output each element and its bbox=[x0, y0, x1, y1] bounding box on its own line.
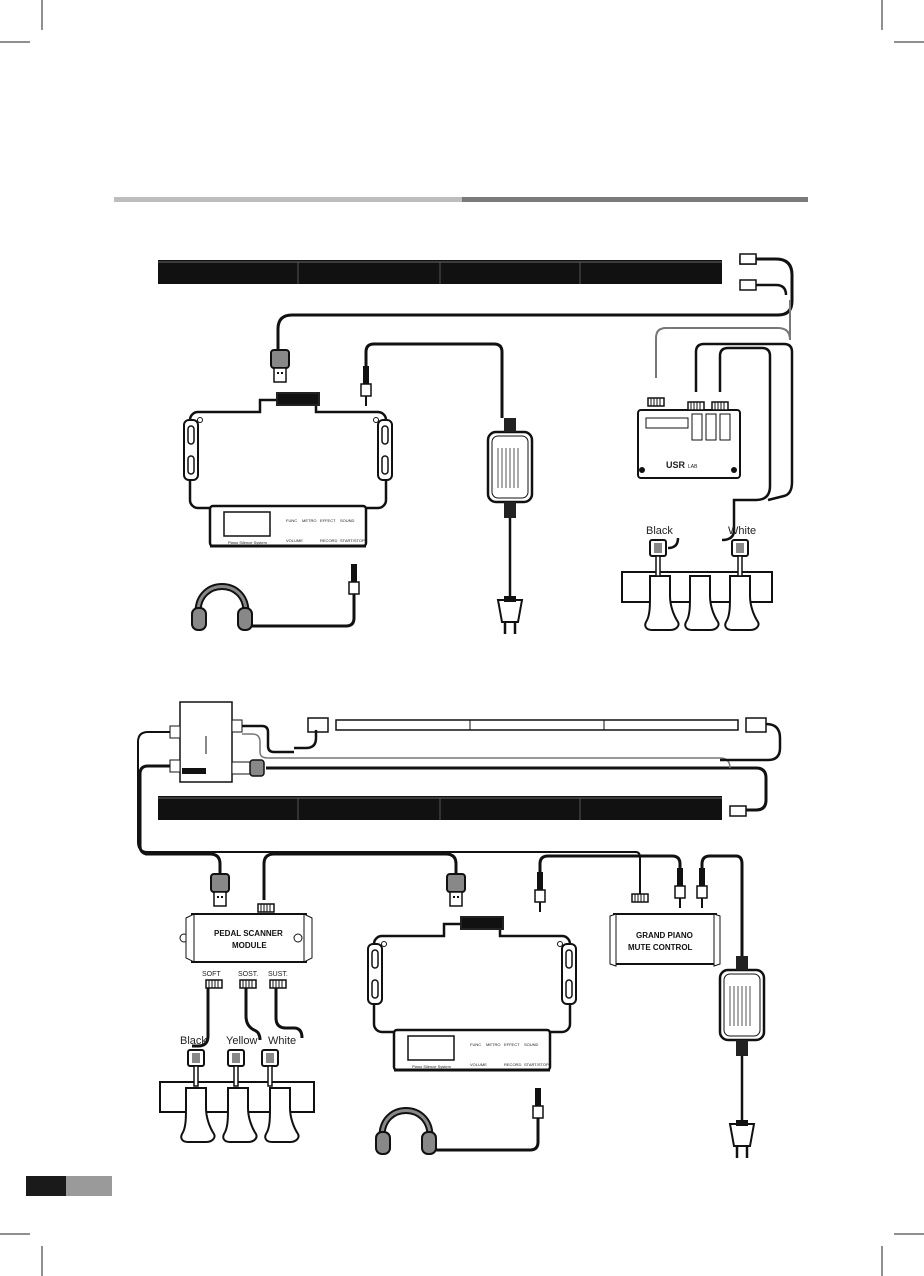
button-volume-grand: VOLUME bbox=[470, 1062, 487, 1067]
header-rule-dark bbox=[462, 197, 808, 202]
control-unit-upright: FUNC METRO EFFECT SOUND VOLUME RECORD ST… bbox=[184, 392, 392, 546]
control-unit-grand: FUNC METRO EFFECT SOUND VOLUME RECORD ST… bbox=[368, 916, 576, 1070]
grand-piano-mute-control: GRAND PIANO MUTE CONTROL bbox=[610, 894, 720, 966]
button-sound: SOUND bbox=[340, 518, 355, 523]
button-effect-grand: EFFECT bbox=[504, 1042, 520, 1047]
mute-title-line2: MUTE CONTROL bbox=[628, 943, 693, 952]
strip-connector-top bbox=[740, 254, 756, 290]
pedal-module-upright: USR LAB bbox=[638, 410, 740, 478]
usb-connector-upright bbox=[271, 350, 289, 382]
pedal-assembly-grand: Black Yellow White bbox=[160, 1035, 314, 1142]
connection-hub bbox=[170, 702, 264, 782]
module-brand-suffix: LAB bbox=[688, 464, 698, 470]
headphone-jack-upright bbox=[349, 564, 359, 604]
power-adapter-upright bbox=[488, 418, 532, 518]
button-metro-grand: METRO bbox=[486, 1042, 500, 1047]
scanner-title-line1: PEDAL SCANNER bbox=[214, 929, 283, 938]
header-rule-light bbox=[114, 197, 462, 202]
button-volume: VOLUME bbox=[286, 538, 303, 543]
button-sound-grand: SOUND bbox=[524, 1042, 539, 1047]
headphone-jack-grand bbox=[533, 1088, 543, 1128]
hammer-sensor-rail bbox=[308, 718, 766, 732]
button-record: RECORD bbox=[320, 538, 337, 543]
pedal-label-yellow: Yellow bbox=[226, 1035, 257, 1047]
port-soft: SOFT bbox=[202, 971, 221, 978]
diagram-grand-piano: PEDAL SCANNER MODULE SOFT SOST. SUST. Bl… bbox=[138, 702, 780, 1158]
pedal-scanner-module: PEDAL SCANNER MODULE SOFT SOST. SUST. bbox=[180, 904, 312, 988]
dc-jack-grand-1 bbox=[535, 872, 545, 912]
headphones-grand-icon bbox=[376, 1111, 436, 1155]
module-brand: USR bbox=[666, 460, 686, 470]
pedal-label-black: Black bbox=[646, 525, 673, 537]
pedal-assembly-upright: Black White bbox=[622, 525, 772, 630]
footer-bar-light bbox=[66, 1176, 112, 1196]
pedal-label-white-grand: White bbox=[268, 1035, 296, 1047]
footer-page-bar bbox=[26, 1176, 112, 1196]
button-func-grand: FUNC bbox=[470, 1042, 481, 1047]
scanner-title-line2: MODULE bbox=[232, 941, 267, 950]
button-record-grand: RECORD bbox=[504, 1062, 521, 1067]
power-plug-grand-icon bbox=[730, 1120, 754, 1158]
header-rule bbox=[114, 197, 808, 202]
usb-connector-grand bbox=[447, 874, 465, 906]
key-sensor-strip-grand bbox=[158, 796, 746, 820]
pedal-label-white: White bbox=[728, 525, 756, 537]
footer-bar-dark bbox=[26, 1176, 66, 1196]
button-func: FUNC bbox=[286, 518, 297, 523]
control-unit-caption: Piano Silence System bbox=[228, 540, 268, 545]
power-plug-icon bbox=[498, 596, 522, 634]
button-metro: METRO bbox=[302, 518, 316, 523]
dc-jack-grand-3 bbox=[697, 868, 707, 908]
port-sost: SOST. bbox=[238, 971, 258, 978]
port-sust: SUST. bbox=[268, 971, 288, 978]
usb-connector-scanner bbox=[211, 874, 229, 906]
pedal-label-black-grand: Black bbox=[180, 1035, 207, 1047]
mute-title-line1: GRAND PIANO bbox=[636, 931, 693, 940]
control-unit-caption-grand: Piano Silence System bbox=[412, 1064, 452, 1069]
headphones-icon bbox=[192, 587, 252, 631]
dc-jack-grand-2 bbox=[675, 868, 685, 908]
diagram-upright-piano: FUNC METRO EFFECT SOUND VOLUME RECORD ST… bbox=[158, 254, 792, 634]
key-sensor-strip bbox=[158, 260, 722, 284]
dc-jack-upright bbox=[361, 366, 371, 406]
button-start-stop: START/STOP bbox=[340, 538, 365, 543]
button-effect: EFFECT bbox=[320, 518, 336, 523]
power-adapter-grand bbox=[720, 956, 764, 1056]
button-start-stop-grand: START/STOP bbox=[524, 1062, 549, 1067]
